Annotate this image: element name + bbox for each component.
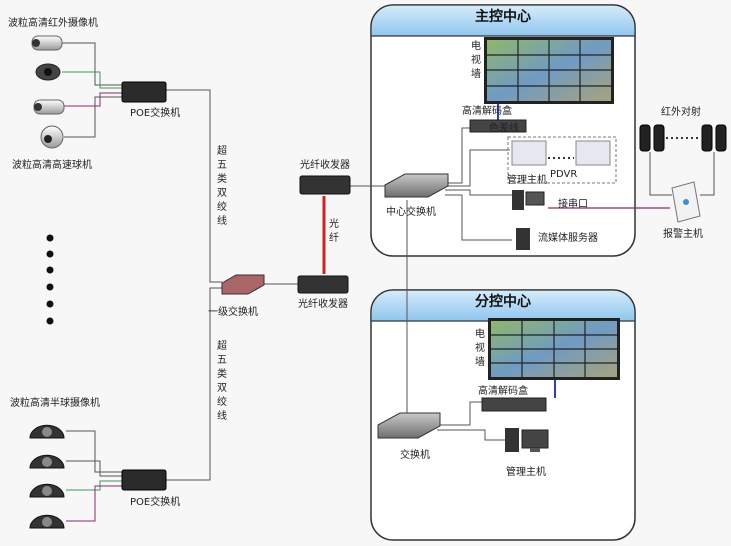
fiber-tx-top-device [299,175,351,195]
color-diff-line-label: 色差线 [489,123,519,134]
speed-dome-label: 波粒高清高速球机 [12,160,92,171]
fiber-tx-bottom-device [297,275,349,294]
level1-switch-label: 一级交换机 [208,307,258,318]
cat5-bottom-label: 超五类双绞线 [217,341,227,422]
cat5-top-label: 超五类双绞线 [217,146,227,227]
hd-decoder-main-label: 高清解码盒 [462,106,512,117]
sub-switch-device [377,412,441,439]
ellipsis-dots [46,234,54,325]
mgmt-host-sub-label: 管理主机 [506,467,546,478]
infrared-beam-devices [639,124,727,152]
serial-link-label: 接串口 [558,199,588,210]
mgmt-host-main-device [512,190,545,210]
sub-center-title: 分控中心 [475,294,531,310]
video-wall-main-label: 电视墙 [471,41,481,80]
level1-switch-device [221,274,265,295]
connection-lines [62,42,715,522]
poe-switch-bottom-device [121,469,167,491]
ir-camera-device [31,35,63,51]
mgmt-host-main-label: 管理主机 [507,175,547,186]
pdvr-group [507,136,617,184]
poe-switch-top-label: POE交换机 [130,108,181,119]
alarm-host-device [671,181,701,223]
center-switch-label: 中心交换机 [386,207,436,218]
video-wall-sub-label: 电视墙 [475,329,485,368]
pdvr-unit-2 [575,140,611,166]
infrared-beam-label: 红外对射 [661,107,701,118]
center-switch-device [384,173,449,198]
speed-dome-device [40,125,64,149]
pdvr-unit-1 [511,140,547,166]
fiber-tx-top-label: 光纤收发器 [300,160,350,171]
fiber-tx-bottom-label: 光纤收发器 [298,299,348,310]
mgmt-host-sub-device [505,428,549,452]
video-wall-sub [488,318,620,380]
streaming-server-device [516,228,530,250]
ir-camera-label: 波粒高清红外摄像机 [8,18,98,29]
half-dome-cameras [29,424,65,529]
main-center-title: 主控中心 [475,9,531,25]
dome-camera-device [35,63,61,81]
video-wall-main [484,37,614,104]
fiber-label: 光纤 [329,219,339,244]
alarm-host-label: 报警主机 [663,229,703,240]
pdvr-label: PDVR [550,169,578,180]
poe-switch-top-device [121,81,167,103]
ir-camera-device-2 [33,99,65,115]
streaming-server-label: 流媒体服务器 [538,233,598,244]
poe-switch-bottom-label: POE交换机 [130,497,181,508]
hd-decoder-sub [481,397,547,412]
sub-switch-label: 交换机 [400,450,430,461]
hd-decoder-main [469,119,527,133]
hd-decoder-sub-label: 高清解码盒 [478,386,528,397]
half-dome-label: 波粒高清半球摄像机 [10,398,100,409]
